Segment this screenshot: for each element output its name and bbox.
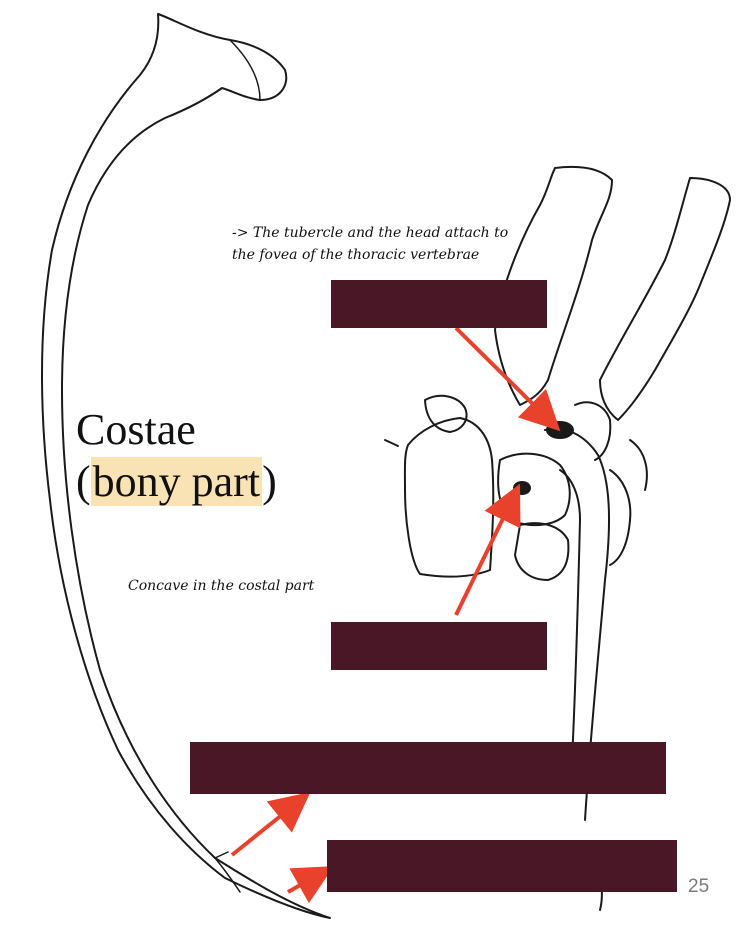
arrow-to-costal-end — [230, 791, 311, 857]
title-close-paren: ) — [262, 457, 277, 506]
arrow-to-tubercle — [454, 326, 561, 432]
title-open-paren: ( — [76, 457, 91, 506]
note-tubercle-head: -> The tubercle and the head attach to t… — [232, 222, 572, 266]
arrow-to-head — [454, 483, 521, 616]
answer-box-1 — [331, 280, 547, 328]
title-highlight: bony part — [90, 457, 263, 506]
note-line-1: -> The tubercle and the head attach to — [232, 225, 509, 241]
vertebrae-drawing — [384, 165, 731, 911]
page-number: 25 — [688, 876, 710, 897]
note-line-2: the fovea of the thoracic vertebrae — [232, 247, 480, 263]
title-line-1: Costae — [76, 405, 196, 454]
answer-box-2 — [331, 622, 547, 670]
rib-drawing — [41, 13, 331, 919]
arrow-to-tip — [287, 866, 334, 904]
answer-box-3 — [190, 742, 666, 794]
arrows — [230, 326, 561, 904]
title-line-2: (bony part) — [76, 456, 277, 508]
answer-box-4 — [327, 840, 677, 892]
slide-title: Costae (bony part) — [76, 404, 277, 508]
note-concave: Concave in the costal part — [128, 578, 315, 594]
